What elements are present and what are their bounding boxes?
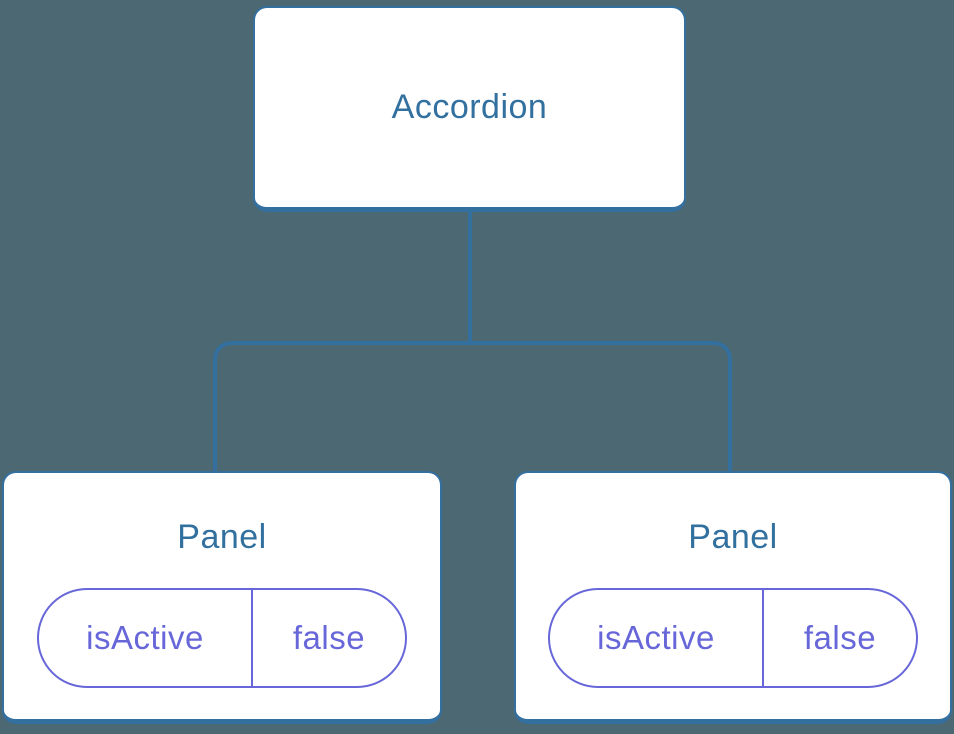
state-pill: isActive false [37, 588, 407, 688]
state-pill: isActive false [548, 588, 918, 688]
node-label: Panel [688, 518, 778, 556]
node-label: Accordion [391, 88, 548, 126]
root-connector-line [468, 210, 472, 345]
state-value: false [292, 619, 366, 656]
state-value: false [803, 619, 877, 656]
branch-connector-line [213, 341, 732, 472]
tree-node-accordion: Accordion [253, 6, 686, 212]
state-key: isActive [39, 590, 253, 686]
tree-node-panel-left: Panel isActive false [2, 471, 442, 724]
tree-node-panel-right: Panel isActive false [514, 471, 952, 724]
node-label: Panel [177, 518, 267, 556]
state-key: isActive [550, 590, 764, 686]
